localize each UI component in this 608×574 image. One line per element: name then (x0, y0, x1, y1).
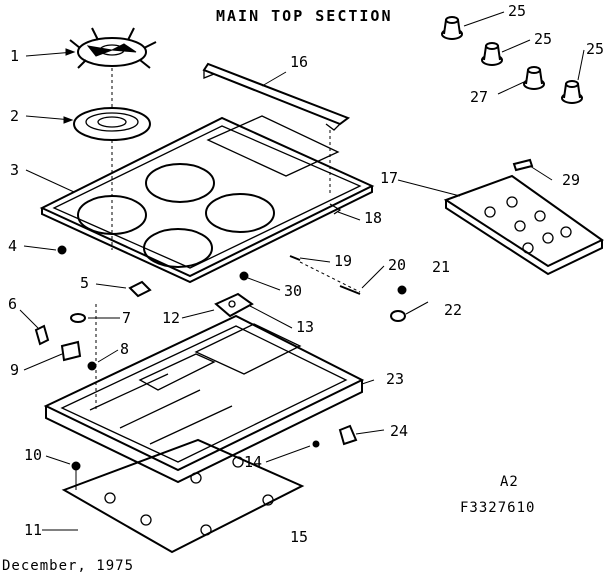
part-29-clip (512, 158, 534, 172)
part-19-rod (289, 255, 361, 293)
callout-13: 13 (296, 318, 314, 336)
callout-24: 24 (390, 422, 408, 440)
callout-2: 2 (10, 107, 19, 125)
callout-20: 20 (388, 256, 406, 274)
part-number: F3327610 (460, 500, 535, 516)
part-24-valve (338, 424, 358, 446)
part-1-burner-grate (69, 27, 157, 69)
part-7-nut (70, 313, 86, 323)
part-3-cooktop-frame (39, 115, 375, 284)
part-30-screw (239, 271, 249, 281)
part-5-clip (128, 280, 152, 298)
callout-19: 19 (334, 252, 352, 270)
part-2-burner-ring (73, 107, 151, 141)
part-25-knob-c (561, 80, 583, 104)
callout-14: 14 (244, 453, 262, 471)
part-23-burner-box (43, 304, 365, 484)
callout-25-a: 25 (508, 2, 526, 20)
callout-29: 29 (562, 171, 580, 189)
part-9-bracket (60, 340, 82, 362)
callout-25-c: 25 (586, 40, 604, 58)
part-6-clip (34, 324, 50, 346)
diagram-title: MAIN TOP SECTION (216, 7, 393, 25)
date-text: December, 1975 (2, 558, 134, 574)
leader-lines (19, 11, 585, 531)
part-25-knob-b (481, 42, 503, 66)
callout-17: 17 (380, 169, 398, 187)
part-12-13-bracket (214, 292, 254, 318)
part-15-bottom-pan (61, 438, 305, 554)
callout-11: 11 (24, 521, 42, 539)
part-21-screw (397, 285, 407, 295)
callout-27: 27 (470, 88, 488, 106)
callout-18: 18 (364, 209, 382, 227)
part-8-screw (87, 361, 97, 371)
part-16-trim-strip (202, 62, 351, 131)
callout-8: 8 (120, 340, 129, 358)
part-22-fitting (390, 310, 406, 322)
callout-12: 12 (162, 309, 180, 327)
callout-15: 15 (290, 528, 308, 546)
part-4-screw (57, 245, 67, 255)
callout-4: 4 (8, 237, 17, 255)
callout-16: 16 (290, 53, 308, 71)
model-code: A2 (500, 474, 519, 490)
part-14-screw (312, 440, 320, 448)
callout-22: 22 (444, 301, 462, 319)
callout-5: 5 (80, 274, 89, 292)
callout-25-b: 25 (534, 30, 552, 48)
callout-30: 30 (284, 282, 302, 300)
part-17-control-panel (443, 174, 604, 276)
callout-1: 1 (10, 47, 19, 65)
part-10-screw (71, 461, 81, 490)
callout-6: 6 (8, 295, 17, 313)
part-25-knob-a (441, 16, 463, 40)
callout-7: 7 (122, 309, 131, 327)
callout-10: 10 (24, 446, 42, 464)
callout-3: 3 (10, 161, 19, 179)
part-27-knob (523, 66, 545, 90)
callout-21: 21 (432, 258, 450, 276)
callout-9: 9 (10, 361, 19, 379)
callout-23: 23 (386, 370, 404, 388)
part-20-clip (339, 285, 361, 295)
